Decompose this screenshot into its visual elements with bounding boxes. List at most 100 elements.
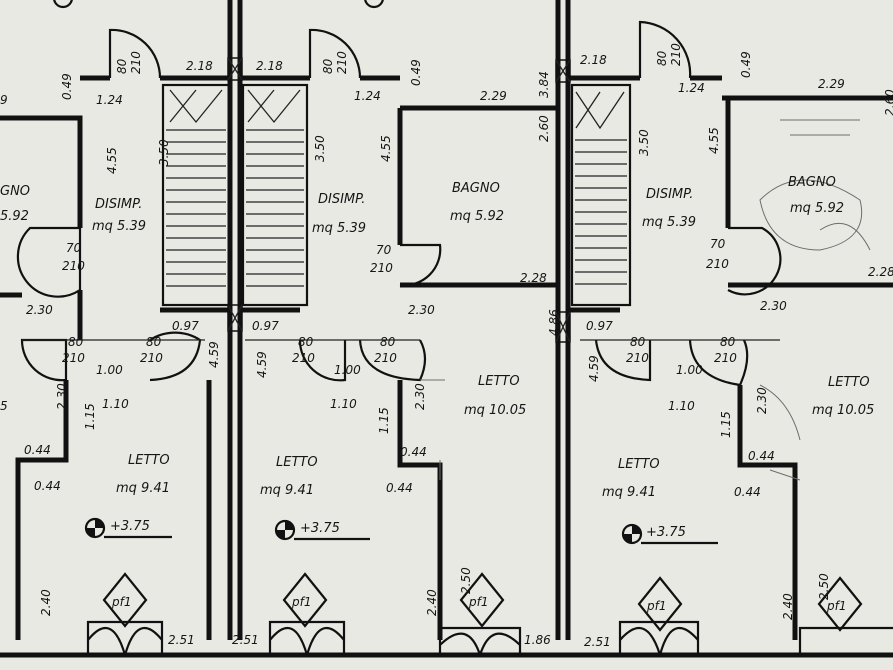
dim-260-b: 2.60 xyxy=(883,89,893,116)
dim-22-partial: 2.28 xyxy=(868,265,893,279)
dim-80-e: 80 xyxy=(146,335,162,349)
dim-186: 1.86 xyxy=(524,633,551,647)
dim-251-c: 2.51 xyxy=(584,635,611,649)
french-windows xyxy=(86,620,893,656)
pf1-c: pf1 xyxy=(468,595,488,609)
dim-124-b: 1.24 xyxy=(354,89,381,103)
dim-210-j: 210 xyxy=(374,351,397,365)
dimension-labels: 9 0.49 1.24 80 210 2.18 2.18 80 210 1.24… xyxy=(0,43,893,649)
bagno-area-2: mq 5.92 xyxy=(790,201,844,216)
letto-label-1: LETTO xyxy=(128,453,170,468)
staircase-right xyxy=(570,83,632,307)
level-375-a: +3.75 xyxy=(110,519,150,534)
dim-044-c: 0.44 xyxy=(400,445,427,459)
dim-455-c: 4.55 xyxy=(707,127,721,154)
dim-044-f: 0.44 xyxy=(734,485,761,499)
disimp-label-3: DISIMP. xyxy=(646,187,693,202)
dim-70-c: 70 xyxy=(710,237,726,251)
dim-210-a: 210 xyxy=(129,51,143,74)
disimp-area-1: mq 5.39 xyxy=(92,219,146,234)
dim-230-f: 2.30 xyxy=(755,387,769,414)
letto-area-1: mq 9.41 xyxy=(116,481,170,496)
dim-5: 5 xyxy=(0,399,8,413)
dim-240-c: 2.40 xyxy=(781,593,795,620)
dim-049-a: 0.49 xyxy=(60,73,74,100)
dim-218-b: 2.18 xyxy=(256,59,283,73)
dim-210-c: 210 xyxy=(669,43,683,66)
level-375-c: +3.75 xyxy=(646,525,686,540)
dim-80-b: 80 xyxy=(321,58,335,74)
letto-label-2: LETTO xyxy=(276,455,318,470)
dim-115-b: 1.15 xyxy=(377,407,391,434)
dim-459-c: 4.59 xyxy=(587,355,601,382)
dim-210-f: 210 xyxy=(706,257,729,271)
dim-350-b: 3.50 xyxy=(313,135,327,162)
dim-100-b: 1.00 xyxy=(334,363,361,377)
bagno-label-1: BAGNO xyxy=(452,181,500,196)
staircase-middle xyxy=(241,83,309,307)
dim-210-i: 210 xyxy=(292,351,315,365)
dim-044-d: 0.44 xyxy=(386,481,413,495)
dim-124-a: 1.24 xyxy=(96,93,123,107)
dim-100-c: 1.00 xyxy=(676,363,703,377)
level-375-b: +3.75 xyxy=(300,521,340,536)
dim-229-b: 2.29 xyxy=(818,77,845,91)
dim-110-b: 1.10 xyxy=(330,397,357,411)
room-labels: GNO 5.92 DISIMP. mq 5.39 DISIMP. mq 5.39… xyxy=(0,175,874,500)
letto-area-5: mq 10.05 xyxy=(812,403,874,418)
dim-384: 3.84 xyxy=(537,71,551,98)
pf1-d: pf1 xyxy=(646,599,666,613)
dim-70-b: 70 xyxy=(376,243,392,257)
dim-210-k: 210 xyxy=(626,351,649,365)
dim-049-b: 0.49 xyxy=(409,59,423,86)
dim-230-b: 2.30 xyxy=(408,303,435,317)
dim-80-d: 80 xyxy=(68,335,84,349)
disimp-area-3: mq 5.39 xyxy=(642,215,696,230)
dim-486: 4.86 xyxy=(547,309,561,336)
dim-228: 2.28 xyxy=(520,271,547,285)
pf1-b: pf1 xyxy=(291,595,311,609)
dim-350-a: 3.50 xyxy=(157,139,171,166)
dim-115-a: 1.15 xyxy=(83,403,97,430)
dim-110-c: 1.10 xyxy=(668,399,695,413)
letto-label-5: LETTO xyxy=(828,375,870,390)
column-blocks xyxy=(227,57,571,343)
dim-80-c: 80 xyxy=(655,50,669,66)
dim-80-i: 80 xyxy=(720,335,736,349)
dim-230-d: 2.30 xyxy=(55,383,69,410)
dim-049-c: 0.49 xyxy=(739,51,753,78)
dim-044-b: 0.44 xyxy=(34,479,61,493)
dim-230-e: 2.30 xyxy=(413,383,427,410)
dim-9: 9 xyxy=(0,93,8,107)
dim-251-a: 2.51 xyxy=(168,633,195,647)
dim-350-c: 3.50 xyxy=(637,129,651,156)
bagno-label-2: BAGNO xyxy=(788,175,836,190)
dim-70-a: 70 xyxy=(66,241,82,255)
dim-115-c: 1.15 xyxy=(719,411,733,438)
bagno-partial-label: GNO xyxy=(0,184,30,199)
letto-area-2: mq 9.41 xyxy=(260,483,314,498)
dim-459-a: 4.59 xyxy=(207,341,221,368)
dim-251-b: 2.51 xyxy=(232,633,259,647)
dim-210-d: 210 xyxy=(62,259,85,273)
disimp-area-2: mq 5.39 xyxy=(312,221,366,236)
dim-100-a: 1.00 xyxy=(96,363,123,377)
dim-218-a: 2.18 xyxy=(186,59,213,73)
dim-230-a: 2.30 xyxy=(26,303,53,317)
level-markers xyxy=(53,0,718,545)
letto-label-4: LETTO xyxy=(618,457,660,472)
letto-area-4: mq 9.41 xyxy=(602,485,656,500)
dim-240-b: 2.40 xyxy=(425,589,439,616)
dim-260-a: 2.60 xyxy=(537,115,551,142)
bagno-area-1: mq 5.92 xyxy=(450,209,504,224)
dim-218-c: 2.18 xyxy=(580,53,607,67)
dim-044-a: 0.44 xyxy=(24,443,51,457)
dim-229-a: 2.29 xyxy=(480,89,507,103)
dim-124-c: 1.24 xyxy=(678,81,705,95)
dim-097-a: 0.97 xyxy=(172,319,199,333)
dim-455-a: 4.55 xyxy=(105,147,119,174)
pencil-sketch xyxy=(420,119,871,481)
letto-area-3: mq 10.05 xyxy=(464,403,526,418)
